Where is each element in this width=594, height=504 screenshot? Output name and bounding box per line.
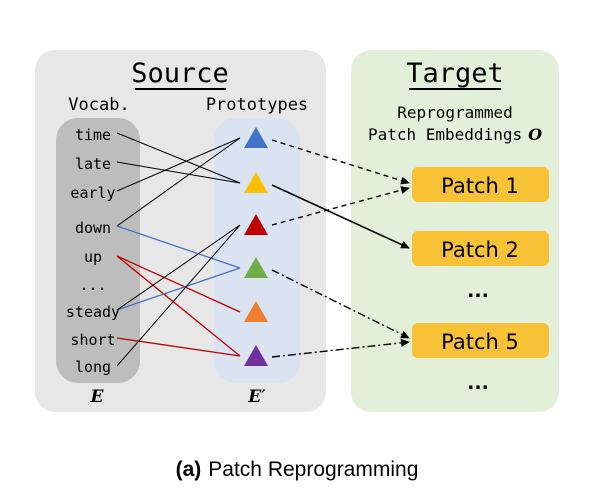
target-subtitle-text: Patch Embeddings: [368, 125, 522, 144]
patch-ellipsis-1: ...: [467, 280, 489, 302]
vocab-item: up: [84, 248, 102, 266]
patch-2-label: Patch 2: [441, 238, 519, 262]
source-title: Source: [131, 58, 229, 89]
vocab-item: down: [75, 219, 111, 237]
prototypes-header: Prototypes: [206, 95, 308, 115]
connection-line-red: [116, 255, 241, 357]
target-subtitle-line2: Patch Embeddings O: [368, 125, 542, 144]
connection-line: [116, 224, 241, 311]
arrow-dash-dot: [271, 269, 410, 339]
vocab-item: time: [75, 126, 111, 144]
vocab-item: short: [70, 331, 115, 349]
patch-2-box: [412, 231, 549, 266]
vocab-header: Vocab.: [68, 95, 129, 115]
connection-line-red: [116, 337, 241, 357]
patch-ellipsis-2: ...: [467, 372, 489, 394]
arrow-solid: [271, 184, 410, 249]
patch-5-label: Patch 5: [441, 330, 519, 354]
patch-1-box: [412, 167, 549, 202]
target-subtitle-symbol: O: [528, 125, 542, 144]
vocab-item: late: [75, 155, 111, 173]
vocab-item: steady: [66, 303, 120, 321]
arrow-dash-dot: [271, 338, 410, 358]
connection-line-blue: [116, 225, 241, 269]
connection-line: [116, 224, 241, 367]
connection-line-red: [116, 255, 241, 313]
prototype-triangle-purple: [244, 345, 268, 366]
arrow-dashed: [271, 186, 410, 226]
caption-text: Patch Reprogramming: [208, 458, 418, 481]
vocab-column: [56, 118, 140, 383]
prototype-triangle-orange: [244, 301, 268, 322]
vocab-symbol: E: [90, 387, 105, 407]
prototype-triangle-blue: [244, 127, 268, 148]
connection-line: [116, 161, 241, 184]
prototype-markers: [244, 127, 268, 366]
prototype-triangle-red: [244, 214, 268, 235]
vocab-item: ...: [79, 276, 106, 294]
connection-line: [116, 137, 241, 192]
arrow-dashed: [271, 139, 410, 185]
connection-line: [116, 137, 241, 227]
target-subtitle-line1: Reprogrammed: [397, 103, 513, 122]
prototype-triangle-yellow: [244, 172, 268, 193]
prototype-symbol: E′: [247, 387, 266, 407]
patch-5-box: [412, 323, 549, 358]
prototype-patch-arrows: [271, 139, 410, 358]
patch-1-label: Patch 1: [441, 174, 519, 198]
caption-label: (a): [176, 458, 202, 481]
vocab-list: time late early down up... steady short long: [66, 126, 120, 376]
vocab-item: early: [70, 184, 115, 202]
connection-line-blue: [116, 267, 241, 311]
prototype-column: [214, 118, 300, 383]
vocab-item: long: [75, 358, 111, 376]
target-title: Target: [406, 58, 504, 89]
prototype-triangle-green: [244, 257, 268, 278]
vocab-prototype-connections: [116, 132, 241, 367]
connection-line: [116, 132, 241, 184]
figure-caption: (a) Patch Reprogramming: [176, 458, 419, 481]
